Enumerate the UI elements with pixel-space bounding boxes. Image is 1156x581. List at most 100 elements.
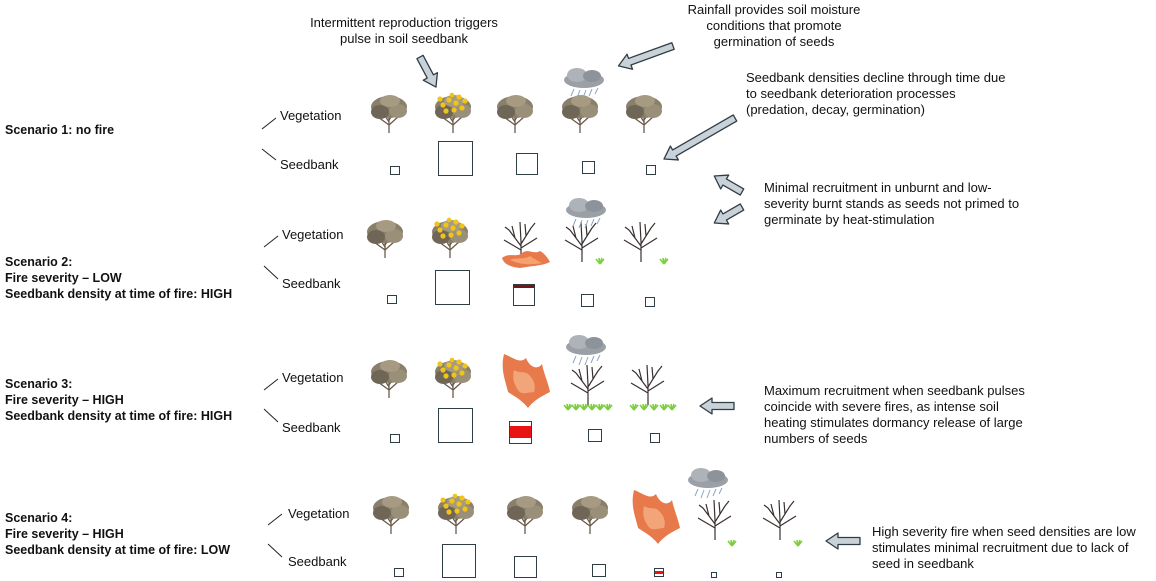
block-arrow-icon <box>617 42 675 70</box>
seedbank-box-heated <box>513 284 535 306</box>
seedbank-box <box>711 572 717 578</box>
block-arrow-icon <box>663 114 738 161</box>
shrub-icon <box>370 94 408 134</box>
burnt-shrub-icon <box>630 364 665 406</box>
seedbank-box <box>435 270 470 305</box>
scenario-4-heading: Scenario 4: Fire severity – HIGH Seedban… <box>5 510 230 558</box>
seedbank-box <box>646 165 656 175</box>
vegetation-label: Vegetation <box>282 370 344 385</box>
seedbank-box <box>516 153 538 175</box>
annotation-line: numbers of seeds <box>764 431 868 446</box>
seedbank-box <box>592 564 606 577</box>
block-arrow-icon <box>416 54 439 88</box>
annotation-line: Maximum recruitment when seedbank pulses <box>764 383 1025 398</box>
scenario-4-line-2: Fire severity – HIGH <box>5 527 124 541</box>
rain-cloud-icon <box>563 67 605 99</box>
seedbank-box <box>650 433 660 443</box>
heat-layer <box>514 285 534 288</box>
heat-layer <box>655 571 663 574</box>
annotation-line: conditions that promote <box>706 18 842 33</box>
annotation-line: germination of seeds <box>713 34 835 49</box>
annotation-line: High severity fire when seed densities a… <box>872 524 1136 539</box>
burnt-shrub-icon <box>697 499 732 541</box>
scenario-3-line-2: Fire severity – HIGH <box>5 393 124 407</box>
seedbank-box <box>390 434 400 443</box>
seedbank-box-heated <box>654 568 664 577</box>
annotation-line: germinate by heat-stimulation <box>764 212 935 227</box>
rain-cloud-icon <box>565 197 607 229</box>
seedbank-box <box>514 556 537 578</box>
seedbank-box <box>394 568 404 577</box>
annotation-line: pulse in soil seedbank <box>340 31 468 46</box>
seedbank-box <box>390 166 400 175</box>
vegetation-label: Vegetation <box>280 108 342 123</box>
block-arrow-icon <box>713 203 745 225</box>
burnt-shrub-icon <box>623 221 658 263</box>
scenario-4-line-1: Scenario 4: <box>5 511 73 525</box>
scenario-4-line-3: Seedbank density at time of fire: LOW <box>5 543 231 557</box>
annotation-line: seed in seedbank <box>872 556 974 571</box>
annotation-line: (predation, decay, germination) <box>746 102 925 117</box>
annotation-minimal-recruitment: Minimal recruitment in unburnt and low- … <box>764 180 1019 228</box>
shrub-icon <box>372 495 410 535</box>
annotation-decline: Seedbank densities decline through time … <box>746 70 1005 118</box>
seedbank-label: Seedbank <box>288 554 347 569</box>
seedbank-box <box>776 572 782 578</box>
shrub-icon <box>370 359 408 399</box>
vegetation-label: Vegetation <box>288 506 350 521</box>
shrub-icon <box>496 94 534 134</box>
burnt-shrub-icon <box>570 364 605 406</box>
scenario-3-line-1: Scenario 3: <box>5 377 73 391</box>
seedbank-box <box>588 429 602 442</box>
seedbank-box-heated <box>509 421 532 444</box>
seedbank-box <box>442 544 476 578</box>
block-arrow-icon <box>713 174 745 196</box>
shrub-icon <box>625 94 663 134</box>
scenario-1-line-1: Scenario 1: no fire <box>5 123 115 137</box>
annotation-reproduction: Intermittent reproduction triggers pulse… <box>306 15 502 47</box>
seedling-icon <box>793 539 803 547</box>
burnt-shrub-icon <box>564 221 599 263</box>
seedbank-box <box>438 408 473 443</box>
seedling-icon <box>727 539 737 547</box>
shrub-icon <box>506 495 544 535</box>
shrub-icon <box>366 219 404 259</box>
shrub-icon <box>571 495 609 535</box>
block-arrow-icon <box>699 397 735 415</box>
annotation-line: Seedbank densities decline through time … <box>746 70 1006 85</box>
seedbank-box <box>581 294 594 307</box>
annotation-line: Rainfall provides soil moisture <box>687 2 861 17</box>
seedling-row <box>563 403 677 411</box>
vegetation-label: Vegetation <box>282 227 344 242</box>
fire-icon <box>502 251 550 268</box>
seedbank-label: Seedbank <box>282 420 341 435</box>
scenario-3-line-3: Seedbank density at time of fire: HIGH <box>5 409 233 423</box>
seedbank-label: Seedbank <box>282 276 341 291</box>
seedbank-box <box>582 161 595 174</box>
scenario-2-line-3: Seedbank density at time of fire: HIGH <box>5 287 233 301</box>
annotation-line: coincide with severe fires, as intense s… <box>764 399 999 414</box>
seedbank-box <box>645 297 655 307</box>
seedbank-box <box>438 141 473 176</box>
shrub-icon <box>561 94 599 134</box>
annotation-line: stimulates minimal recruitment due to la… <box>872 540 1129 555</box>
block-arrow-icon <box>825 532 861 550</box>
block-arrows <box>416 42 861 550</box>
scenario-3-heading: Scenario 3: Fire severity – HIGH Seedban… <box>5 376 232 424</box>
annotation-maximum-recruitment: Maximum recruitment when seedbank pulses… <box>764 383 1025 447</box>
scenario-2-line-1: Scenario 2: <box>5 255 73 269</box>
annotation-high-severity-low-density: High severity fire when seed densities a… <box>872 524 1136 572</box>
seedling-icon <box>595 257 605 265</box>
label-connectors <box>261 117 283 558</box>
scenario-1-heading: Scenario 1: no fire <box>5 122 114 138</box>
seedbank-label: Seedbank <box>280 157 339 172</box>
seedbank-box <box>387 295 397 304</box>
annotation-line: heating stimulates dormancy release of l… <box>764 415 1023 430</box>
rain-cloud-icon <box>565 334 607 366</box>
scenario-2-line-2: Fire severity – LOW <box>5 271 122 285</box>
fire-icon <box>632 490 680 544</box>
annotation-line: Minimal recruitment in unburnt and low- <box>764 180 992 195</box>
annotation-rainfall: Rainfall provides soil moisture conditio… <box>682 2 866 50</box>
annotation-line: Intermittent reproduction triggers <box>310 15 498 30</box>
